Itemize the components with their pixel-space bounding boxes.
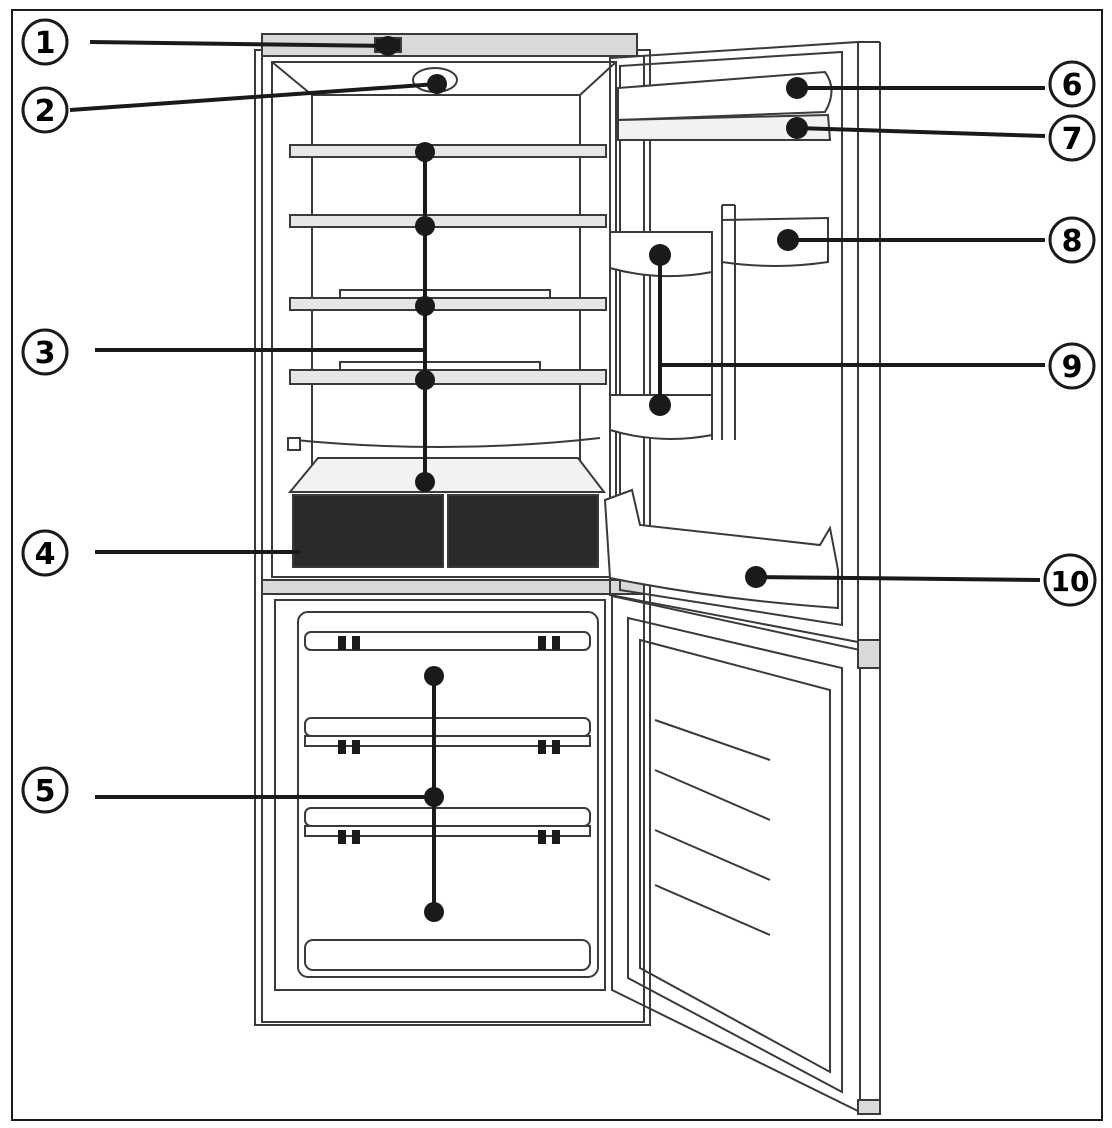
crisper-cover [287, 457, 607, 493]
callout-5-number: 5 [35, 774, 56, 809]
freezer-door [611, 594, 881, 1115]
crisper-drawer-right [447, 494, 599, 568]
callout-9-number: 9 [1062, 350, 1083, 385]
dairy-compartment [617, 70, 833, 122]
callout-7: 7 [1048, 114, 1096, 162]
door-shelf-lower [609, 394, 713, 440]
callout-4: 4 [21, 529, 69, 577]
callout-6: 6 [1048, 60, 1096, 108]
callout-8: 8 [1048, 216, 1096, 264]
shelf-2 [289, 214, 607, 228]
fridge-cabinet [254, 33, 651, 1026]
callout-1: 1 [21, 18, 69, 66]
callout-6-number: 6 [1062, 68, 1083, 103]
callout-10-number: 10 [1051, 565, 1090, 598]
door-shelf-right [721, 216, 829, 267]
callout-3-number: 3 [35, 336, 56, 371]
callout-4-number: 4 [35, 537, 56, 572]
freezer-drawer-2 [304, 717, 591, 737]
diagram-border [11, 9, 1103, 1121]
crisper-drawer-left [292, 494, 444, 568]
callout-10: 10 [1043, 553, 1097, 607]
leader-lines [69, 40, 1046, 912]
callout-8-number: 8 [1062, 224, 1083, 259]
callout-9: 9 [1048, 342, 1096, 390]
freezer-drawer-3 [304, 807, 591, 827]
drawer-clips [338, 636, 560, 844]
fridge-door [603, 40, 881, 648]
callout-2: 2 [21, 86, 69, 134]
shelf-1 [289, 144, 607, 158]
shelf-3 [289, 297, 607, 311]
leader-dots [378, 36, 808, 922]
callout-2-number: 2 [35, 94, 56, 129]
callout-3: 3 [21, 328, 69, 376]
callout-5: 5 [21, 766, 69, 814]
freezer-drawer-1 [304, 631, 591, 651]
callout-1-number: 1 [35, 26, 56, 61]
callout-7-number: 7 [1062, 122, 1083, 157]
shelf-4 [289, 369, 607, 385]
